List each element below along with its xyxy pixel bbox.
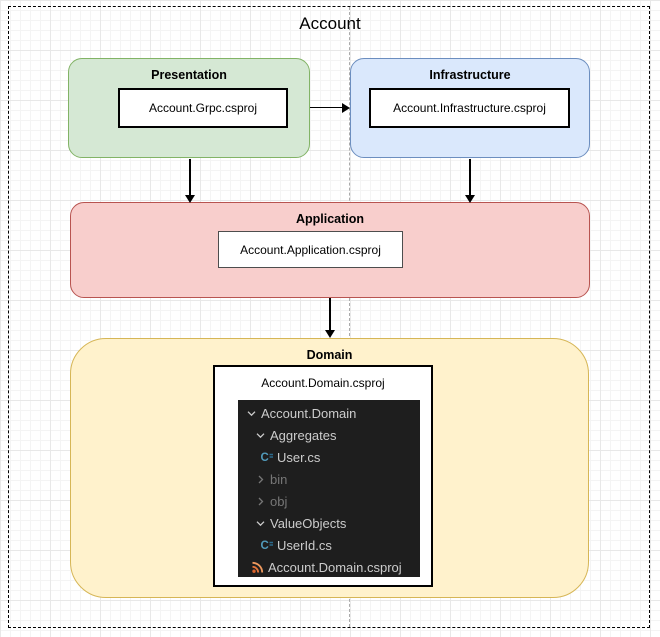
tree-item-label: Account.Domain (261, 405, 357, 421)
csharp-file-icon: C (259, 538, 274, 552)
project-box-infrastructure-label: Account.Infrastructure.csproj (393, 101, 546, 115)
node-infrastructure-title: Infrastructure (429, 68, 511, 82)
project-box-domain-label: Account.Domain.csproj (261, 376, 385, 390)
arrowhead-presentation-to-application (185, 195, 195, 203)
arrow-application-to-domain (329, 298, 331, 331)
arrow-presentation-to-infrastructure (310, 106, 344, 108)
chevron-down-icon (254, 430, 266, 441)
tree-item-label: Aggregates (270, 427, 337, 443)
project-box-application-label: Account.Application.csproj (240, 242, 381, 257)
tree-item-label: bin (270, 471, 288, 487)
csharp-file-icon: C (259, 450, 274, 464)
tree-item-label: UserId.cs (277, 537, 332, 553)
tree-item-label: ValueObjects (270, 515, 347, 531)
project-box-grpc-label: Account.Grpc.csproj (148, 101, 258, 115)
tree-item-obj: obj (238, 490, 420, 512)
svg-text:C: C (260, 452, 268, 464)
arrowhead-presentation-to-infrastructure (342, 102, 350, 113)
tree-item-account-domain: Account.Domain (238, 402, 420, 424)
project-box-infrastructure: Account.Infrastructure.csproj (369, 88, 570, 128)
arrow-presentation-to-application (189, 159, 191, 196)
arrow-infrastructure-to-application (469, 159, 471, 196)
node-application-title: Application (295, 212, 365, 226)
node-presentation-title: Presentation (151, 68, 227, 82)
tree-item-user-cs: C User.cs (238, 446, 420, 468)
tree-item-valueobjects: ValueObjects (238, 512, 420, 534)
csproj-file-icon (250, 561, 265, 574)
chevron-down-icon (254, 518, 266, 529)
vscode-explorer-screenshot: Account.Domain Aggregates C User.cs bin … (238, 400, 420, 577)
node-domain-title: Domain (306, 348, 353, 362)
tree-item-aggregates: Aggregates (238, 424, 420, 446)
tree-item-account-domain-csproj: Account.Domain.csproj (238, 556, 420, 577)
chevron-down-icon (245, 408, 257, 419)
arrowhead-infrastructure-to-application (465, 195, 475, 203)
account-group-frame (8, 6, 650, 628)
page-break-line (349, 7, 350, 627)
tree-item-label: User.cs (277, 449, 321, 465)
tree-item-label: Account.Domain.csproj (268, 559, 402, 575)
arrowhead-application-to-domain (325, 330, 335, 338)
tree-item-userid-cs: C UserId.cs (238, 534, 420, 556)
chevron-right-icon (254, 474, 266, 485)
svg-text:C: C (260, 540, 268, 552)
diagram-title: Account (299, 14, 361, 33)
tree-item-label: obj (270, 493, 288, 509)
tree-item-bin: bin (238, 468, 420, 490)
project-box-application: Account.Application.csproj (218, 231, 403, 268)
project-box-grpc: Account.Grpc.csproj (118, 88, 288, 128)
chevron-right-icon (254, 496, 266, 507)
